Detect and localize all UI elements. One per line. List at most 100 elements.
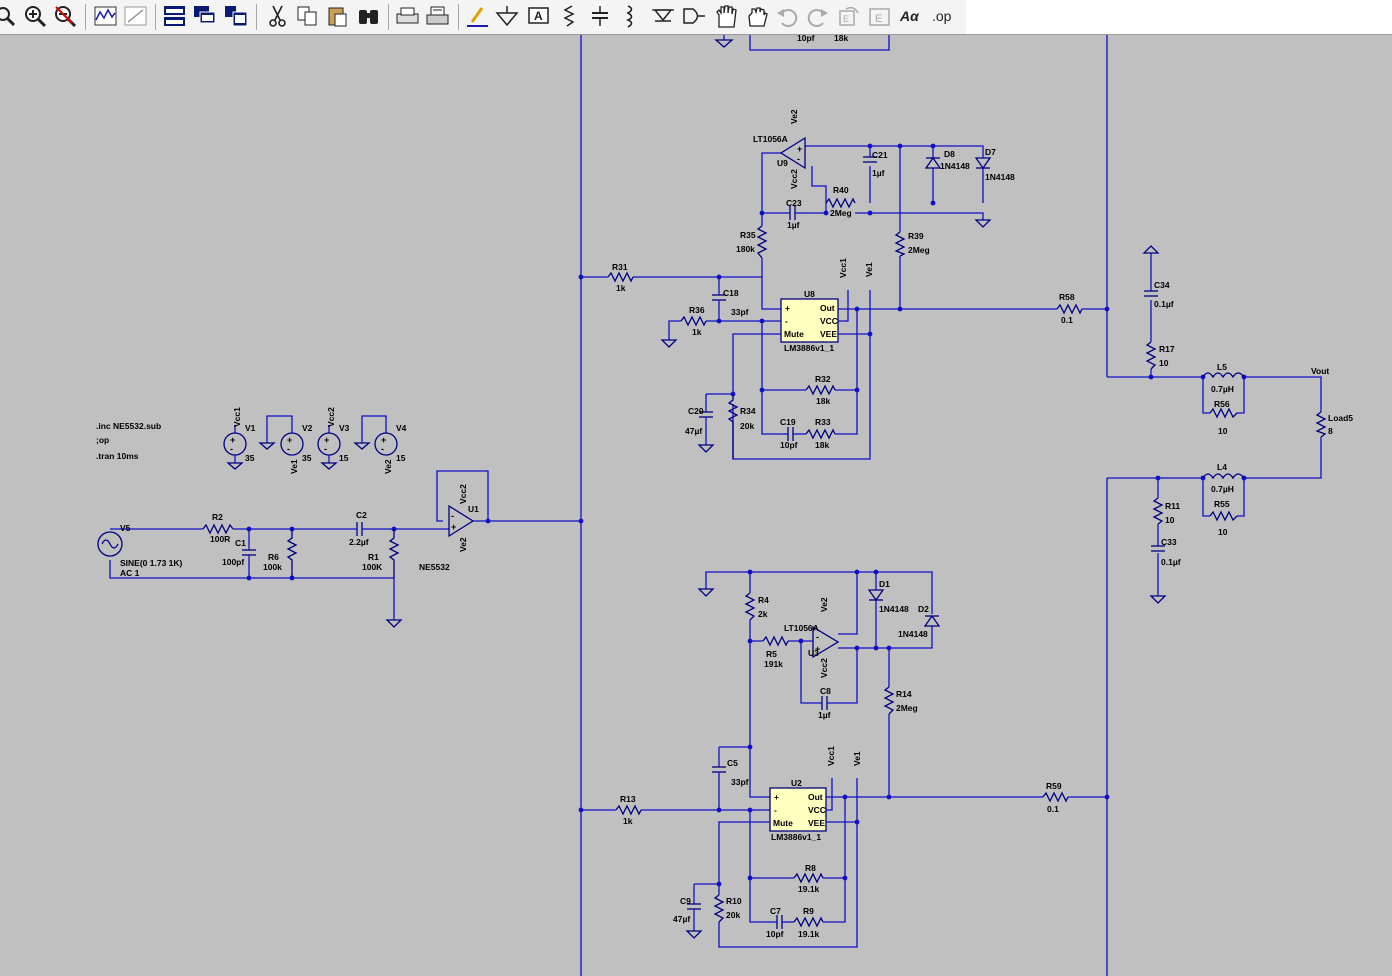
directive-include[interactable]: .inc NE5532.sub: [96, 421, 161, 431]
diode-d1[interactable]: D1 1N4148: [867, 579, 909, 614]
source-v4[interactable]: +- Ve2 V4 15: [353, 415, 407, 474]
capacitor-c2[interactable]: C2 2.2µf: [349, 510, 369, 547]
capacitor-c21[interactable]: C21 1µf: [863, 150, 888, 178]
resistor-r59[interactable]: R59 0.1: [1042, 781, 1069, 814]
ground-icon[interactable]: [494, 3, 521, 30]
svg-text:100k: 100k: [263, 562, 282, 572]
upper-channel-wires: [578, 143, 1110, 460]
paste-icon[interactable]: [324, 3, 351, 30]
resistor-r56[interactable]: R56 10: [1209, 399, 1238, 436]
rotate-icon[interactable]: E: [836, 3, 863, 30]
spice-directives[interactable]: .inc NE5532.sub ;op .tran 10ms: [96, 421, 161, 461]
capacitor-c19[interactable]: C19 10pf: [780, 417, 798, 450]
resistor-r58[interactable]: R58 0.1: [1056, 292, 1083, 325]
copy-icon[interactable]: [294, 3, 321, 30]
print-icon[interactable]: [424, 3, 451, 30]
resistor-r55[interactable]: R55 10: [1209, 499, 1238, 537]
resistor-r31[interactable]: R31 1k: [607, 262, 634, 293]
resistor-r33[interactable]: R33 18k: [805, 417, 836, 450]
svg-text:LM3886v1_1: LM3886v1_1: [771, 832, 821, 842]
draw-wire-icon[interactable]: [464, 3, 491, 30]
redo-icon[interactable]: [804, 3, 831, 30]
capacitor-c8[interactable]: C8 1µf: [818, 686, 831, 720]
undo-icon[interactable]: [774, 3, 801, 30]
chip-u8[interactable]: + - Mute Out VCC VEE U8 LM3886v1_1 Vcc1 …: [780, 258, 874, 353]
mirror-icon[interactable]: E: [866, 3, 893, 30]
source-v1[interactable]: +- Vcc1 V1 35: [223, 407, 256, 470]
resistor-r10[interactable]: R10 20k: [713, 894, 742, 923]
resistor-r39[interactable]: R39 2Meg: [894, 231, 930, 257]
resistor-r2[interactable]: R2 100R: [202, 512, 234, 544]
autorange-icon[interactable]: [122, 3, 149, 30]
resistor-r1[interactable]: R1 100K: [362, 529, 400, 578]
capacitor-c18[interactable]: C18 33pf: [712, 288, 749, 317]
spice-directive-icon[interactable]: .op: [932, 8, 952, 24]
capacitor-c5[interactable]: C5 33pf: [712, 758, 749, 787]
tile-horizontal-icon[interactable]: [161, 3, 188, 30]
resistor-r17[interactable]: R17 10: [1145, 341, 1175, 370]
resistor-load5[interactable]: Load5 8: [1315, 411, 1353, 438]
text-icon[interactable]: Aα: [900, 8, 919, 24]
resistor-r13[interactable]: R13 1k: [615, 794, 642, 826]
resistor-r5[interactable]: R5 191k: [762, 635, 789, 669]
svg-text:191k: 191k: [764, 659, 783, 669]
move-icon[interactable]: [712, 3, 739, 30]
capacitor-icon[interactable]: [587, 3, 614, 30]
resistor-icon[interactable]: [556, 3, 583, 30]
svg-text:Vcc2: Vcc2: [326, 407, 336, 427]
resistor-r32[interactable]: R32 18k: [805, 374, 836, 406]
svg-text:D8: D8: [944, 149, 955, 159]
svg-text:100R: 100R: [210, 534, 230, 544]
find-icon[interactable]: [355, 3, 382, 30]
inductor-l4[interactable]: L4 0.7µH: [1202, 462, 1245, 494]
opamp-u1[interactable]: -+ Vcc2 Ve2 U1 NE5532: [419, 484, 479, 572]
print-preview-icon[interactable]: [394, 3, 421, 30]
toolbar-separator: [458, 4, 459, 30]
svg-text:1N4148: 1N4148: [985, 172, 1015, 182]
directive-op[interactable]: ;op: [96, 435, 109, 445]
opamp-u9[interactable]: +- Ve2 Vcc2 LT1056A U9: [753, 109, 806, 189]
capacitor-c9[interactable]: C9 47µf: [673, 896, 701, 924]
resistor-r35[interactable]: R35 180k: [736, 225, 768, 259]
schematic-canvas[interactable]: 10pf 18k .inc NE5532.sub ;op .tran 10ms …: [0, 35, 1392, 976]
source-v2[interactable]: +- Ve1 V2 35: [258, 415, 313, 474]
capacitor-c34[interactable]: C34 0.1µf: [1144, 280, 1174, 309]
v2-name: V2: [302, 423, 313, 433]
label-net-icon[interactable]: A: [525, 3, 552, 30]
capacitor-c20[interactable]: C20 47µf: [685, 406, 713, 436]
resistor-r14[interactable]: R14 2Meg: [883, 686, 918, 715]
diode-d8[interactable]: D8 1N4148: [924, 149, 970, 171]
resistor-r9[interactable]: R9 19.1k: [793, 906, 824, 939]
resistor-r6[interactable]: R6 100k: [263, 529, 298, 578]
source-v5[interactable]: V5 SINE(0 1.73 1K) AC 1: [97, 523, 183, 578]
resistor-r11[interactable]: R11 10: [1152, 497, 1180, 525]
waveform-icon[interactable]: [92, 3, 119, 30]
resistor-r36[interactable]: R36 1k: [680, 305, 707, 337]
capacitor-c7[interactable]: C7 10pf: [766, 906, 784, 939]
zoom-full-icon[interactable]: [0, 3, 19, 30]
capacitor-c1[interactable]: C1 100pf: [222, 529, 256, 578]
resistor-r4[interactable]: R4 2k: [744, 592, 769, 621]
drag-icon[interactable]: [743, 3, 770, 30]
chip-u2[interactable]: + - Mute Out VCC VEE U2 LM3886v1_1 Vcc1 …: [769, 746, 862, 842]
inductor-icon[interactable]: [617, 3, 644, 30]
resistor-r8[interactable]: R8 19.1k: [793, 863, 824, 894]
resistor-r34[interactable]: R34 20k: [727, 394, 756, 459]
inductor-l5[interactable]: L5 0.7µH: [1202, 362, 1245, 394]
cut-icon[interactable]: [264, 3, 291, 30]
component-icon[interactable]: [680, 3, 707, 30]
diode-icon[interactable]: [650, 3, 677, 30]
capacitor-c23[interactable]: C23 1µf: [781, 198, 805, 230]
tile-vertical-icon[interactable]: [223, 3, 250, 30]
zoom-in-icon[interactable]: [22, 3, 49, 30]
opamp-u3[interactable]: -+ Ve2 Vcc2 LT1056A U3: [784, 597, 840, 678]
diode-d7[interactable]: D7 1N4148: [974, 147, 1015, 182]
svg-text:L5: L5: [1217, 362, 1227, 372]
directive-tran[interactable]: .tran 10ms: [96, 451, 139, 461]
zoom-out-icon[interactable]: [52, 3, 79, 30]
cascade-icon[interactable]: [192, 3, 219, 30]
source-v3[interactable]: +- Vcc2 V3 15: [317, 407, 350, 470]
diode-d2[interactable]: D2 1N4148: [898, 604, 941, 639]
resistor-r40[interactable]: R40 2Meg: [825, 185, 856, 218]
capacitor-c33[interactable]: C33 0.1µf: [1151, 537, 1181, 567]
